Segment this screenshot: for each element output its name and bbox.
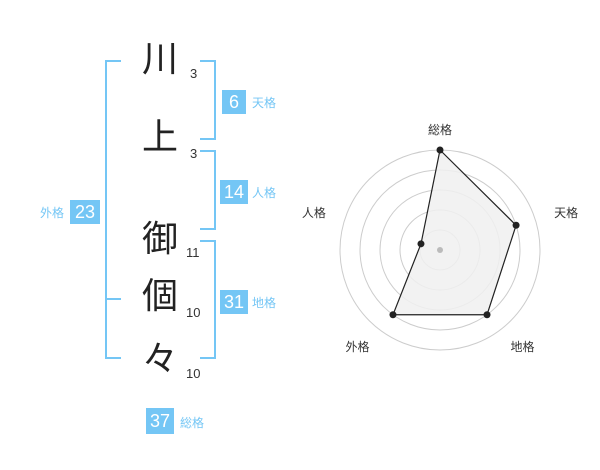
chikaku-label: 地格 — [252, 296, 277, 310]
chikaku-value-box: 31 — [220, 290, 248, 314]
radar-point-2 — [512, 221, 520, 229]
soukaku-value-box: 37 — [146, 408, 174, 434]
chikaku-bracket — [200, 240, 216, 359]
radar-center-point — [437, 247, 443, 253]
radar-point-3 — [483, 311, 491, 319]
stroke-count-3: 11 — [186, 245, 200, 260]
radar-point-1 — [436, 146, 444, 154]
gaikaku-bracket-tick — [105, 298, 121, 300]
gaikaku-value-box: 23 — [70, 200, 100, 224]
soukaku-label: 総格 — [180, 416, 205, 430]
tenkaku-bracket — [200, 60, 216, 140]
tenkaku-value-box: 6 — [222, 90, 246, 114]
stroke-count-1: 3 — [190, 66, 198, 81]
radar-axis-label-1: 総格 — [428, 122, 452, 137]
radar-axis-label-2: 天格 — [554, 205, 578, 220]
kanji-5: 々 — [141, 339, 178, 380]
stroke-count-4: 10 — [186, 305, 201, 320]
tenkaku-label: 天格 — [252, 96, 277, 110]
gaikaku-bracket — [105, 60, 121, 359]
kanji-1: 川 — [141, 39, 178, 80]
stroke-count-2: 3 — [190, 146, 198, 161]
radar-point-5 — [417, 240, 425, 248]
jinkaku-label: 人格 — [252, 186, 277, 200]
stroke-count-5: 10 — [186, 366, 201, 381]
radar-axis-label-3: 地格 — [511, 339, 535, 354]
jinkaku-value-box: 14 — [220, 180, 248, 204]
kanji-3: 御 — [141, 219, 178, 260]
kanji-2: 上 — [141, 117, 178, 158]
gaikaku-label: 外格 — [40, 206, 65, 220]
radar-axis-label-4: 外格 — [345, 339, 369, 354]
radar-axis-label-5: 人格 — [302, 205, 326, 220]
radar-point-4 — [389, 311, 397, 319]
kanji-4: 個 — [141, 276, 178, 317]
jinkaku-bracket — [200, 150, 216, 230]
radar-data-polygon — [392, 148, 517, 316]
